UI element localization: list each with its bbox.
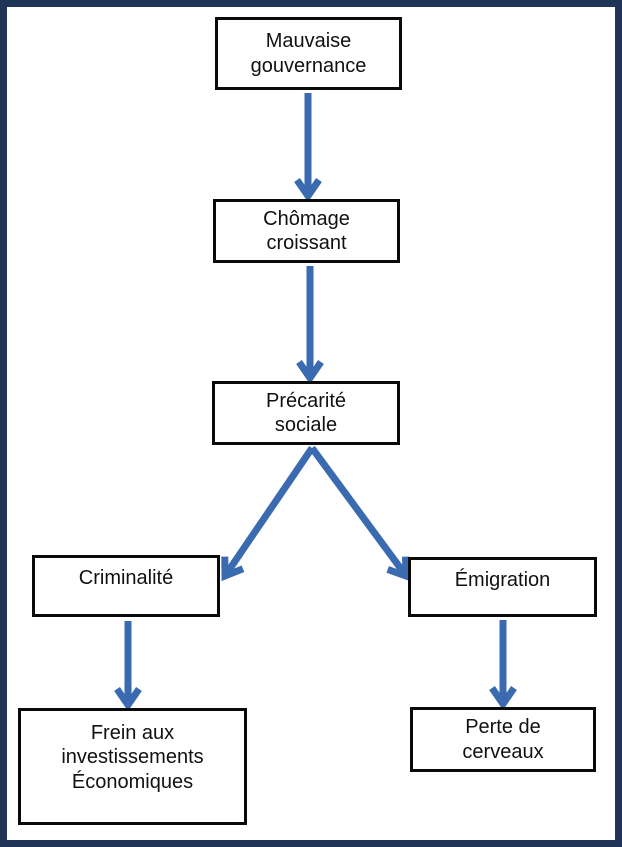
node-label: Perte de cerveaux [462, 716, 544, 763]
node-frein-investissements: Frein aux investissements Économiques [18, 708, 247, 825]
arrow-mauvaise-to-chomage [294, 93, 322, 203]
arrow-precarite-to-criminalite [221, 446, 315, 582]
node-chomage-croissant: Chômage croissant [213, 199, 400, 263]
arrow-precarite-to-emigration [309, 445, 410, 582]
node-perte-cerveaux: Perte de cerveaux [410, 707, 596, 772]
node-mauvaise-gouvernance: Mauvaise gouvernance [215, 17, 402, 90]
node-criminalite: Criminalité [32, 555, 220, 617]
node-label: Émigration [454, 569, 551, 591]
arrow-criminalite-to-frein [114, 621, 142, 712]
node-label: Chômage croissant [263, 207, 350, 254]
node-label: Frein aux investissements Économiques [61, 722, 204, 793]
arrow-chomage-to-precarite [296, 266, 324, 385]
node-label: Mauvaise gouvernance [250, 30, 367, 77]
node-label: Criminalité [78, 567, 174, 589]
node-emigration: Émigration [408, 557, 597, 617]
node-label: Précarité sociale [265, 389, 347, 436]
arrow-emigration-to-perte [489, 620, 517, 711]
node-precarite-sociale: Précarité sociale [212, 381, 400, 445]
